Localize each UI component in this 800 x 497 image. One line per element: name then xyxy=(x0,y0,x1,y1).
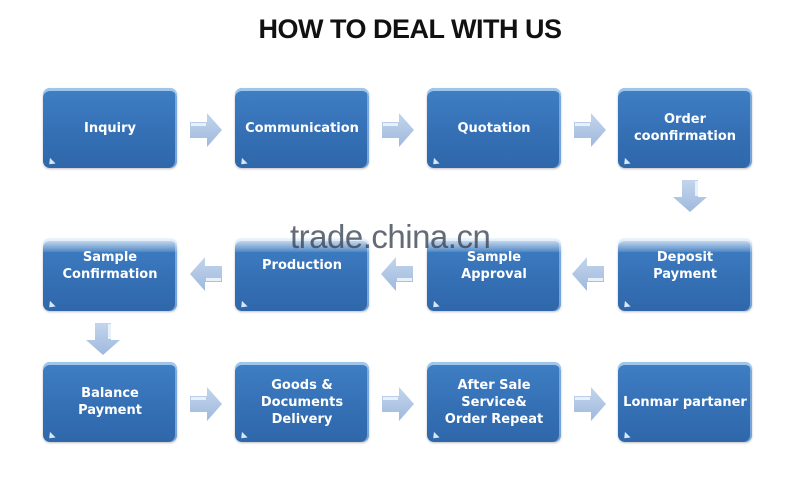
step-label: Goods & Documents Delivery xyxy=(260,377,344,427)
corner-mark-icon xyxy=(46,157,56,168)
step-label: Sample Confirmation xyxy=(62,249,158,282)
watermark: trade.china.cn xyxy=(290,218,491,255)
step-label: Quotation xyxy=(457,120,531,136)
step-label: After Sale Service& Order Repeat xyxy=(444,377,544,427)
step-label: Balance Payment xyxy=(78,386,142,418)
step-label: Lonmar partaner xyxy=(623,394,747,410)
diagram-title: HOW TO DEAL WITH US xyxy=(258,14,563,44)
arrow-right-icon xyxy=(382,113,414,147)
arrow-down-icon xyxy=(86,323,120,355)
arrow-down-icon xyxy=(673,180,707,212)
arrow-left-icon xyxy=(190,257,222,291)
corner-mark-icon xyxy=(46,300,56,311)
step-goods-documents-delivery: Goods & Documents Delivery xyxy=(235,362,369,442)
step-label: Inquiry xyxy=(84,120,136,136)
arrow-right-icon xyxy=(574,113,606,147)
step-lonmar-partner: Lonmar partaner xyxy=(618,362,752,442)
corner-mark-icon xyxy=(621,157,631,168)
corner-mark-icon xyxy=(238,300,248,311)
corner-mark-icon xyxy=(430,300,440,311)
step-order-confirmation: Order coonfirmation xyxy=(618,88,752,168)
fade-band xyxy=(0,226,800,252)
step-label: Sample Approval xyxy=(461,249,527,282)
arrow-left-icon xyxy=(381,257,413,291)
step-quotation: Quotation xyxy=(427,88,561,168)
arrow-right-icon xyxy=(190,387,222,421)
corner-mark-icon xyxy=(430,157,440,168)
arrow-left-icon xyxy=(572,257,604,291)
corner-mark-icon xyxy=(621,431,631,442)
corner-mark-icon xyxy=(238,431,248,442)
corner-mark-icon xyxy=(430,431,440,442)
corner-mark-icon xyxy=(621,300,631,311)
step-label: Deposit Payment xyxy=(653,249,717,282)
step-label: Order coonfirmation xyxy=(633,112,737,144)
step-label: Production xyxy=(262,258,342,273)
corner-mark-icon xyxy=(46,431,56,442)
corner-mark-icon xyxy=(238,157,248,168)
step-after-sale-service: After Sale Service& Order Repeat xyxy=(427,362,561,442)
step-communication: Communication xyxy=(235,88,369,168)
step-inquiry: Inquiry xyxy=(43,88,177,168)
step-label: Communication xyxy=(245,120,359,136)
arrow-right-icon xyxy=(574,387,606,421)
step-balance-payment: Balance Payment xyxy=(43,362,177,442)
arrow-right-icon xyxy=(382,387,414,421)
arrow-right-icon xyxy=(190,113,222,147)
